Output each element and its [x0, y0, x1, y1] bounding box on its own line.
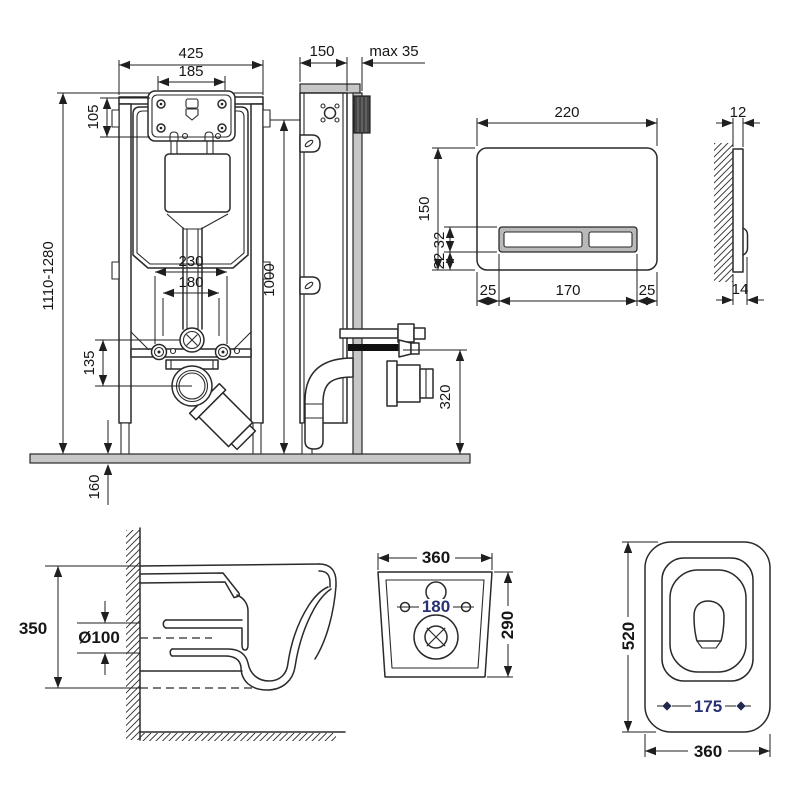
plate-profile — [732, 148, 744, 273]
dim-box-height: 105 — [85, 104, 102, 129]
bowl-back-view: 180 360 290 — [377, 548, 517, 678]
dim-plate-thickness-total: 14 — [732, 281, 749, 298]
floor-hatch — [140, 733, 336, 741]
dim-frame-depth: 150 — [309, 43, 334, 60]
dim-frame-overall-width: 425 — [178, 45, 203, 62]
mounting-rod — [348, 344, 401, 351]
access-box-screws — [156, 99, 227, 133]
dim-left-margin: 25 — [480, 282, 497, 299]
drain-elbow — [304, 357, 354, 450]
flush-plate-front-view: 220 150 32 22 25 170 25 — [416, 104, 658, 306]
dim-back-height: 290 — [498, 611, 517, 639]
frame-side-view: 150 max 35 1000 320 — [261, 43, 467, 455]
dim-button-offset: 22 — [431, 253, 448, 270]
dim-plate-height: 1000 — [261, 263, 278, 296]
bowl-top-dimensions: 175 520 360 — [619, 541, 771, 761]
dim-back-hole-spacing: 180 — [422, 597, 450, 616]
dim-top-width: 360 — [694, 742, 722, 761]
dim-plate-thickness: 12 — [730, 104, 747, 121]
top-bracket — [299, 83, 361, 94]
wall-hatch-bowl — [126, 530, 140, 740]
dim-drain-diameter: Ø100 — [78, 628, 120, 647]
dim-outlet-drop: 135 — [81, 350, 98, 375]
outlet-flange — [386, 360, 398, 407]
frame-front-view: 425 185 105 1110-1280 230 180 — [40, 45, 318, 505]
tank-window — [164, 153, 231, 213]
dim-max-offset: max 35 — [369, 43, 418, 60]
bowl-profile — [139, 563, 337, 691]
bowl-side-view: 350 Ø100 — [19, 527, 346, 741]
plate-front-dimensions: 220 150 32 22 25 170 25 — [416, 104, 658, 306]
dim-frame-height: 1110-1280 — [40, 241, 57, 311]
dim-button-height: 32 — [431, 232, 448, 249]
wall-strip — [352, 92, 363, 455]
dim-right-margin: 25 — [639, 282, 656, 299]
dim-buttons-width: 170 — [555, 282, 580, 299]
dim-bowl-height: 350 — [19, 619, 47, 638]
flush-plate-side-view: 12 14 — [714, 104, 764, 305]
wall-hatch — [714, 143, 733, 282]
frame-side-dimensions: 150 max 35 1000 320 — [261, 43, 467, 454]
dim-box-width: 185 — [178, 63, 203, 80]
access-box — [147, 90, 236, 142]
dim-floor-buildup: 160 — [86, 474, 103, 499]
drain-assembly — [150, 327, 257, 451]
dim-top-depth: 520 — [619, 622, 638, 650]
dim-back-width: 360 — [422, 548, 450, 567]
bowl-side-dimensions: 350 Ø100 — [19, 565, 140, 689]
plate-side-dimensions: 12 14 — [716, 104, 764, 305]
water-supply-pipe — [339, 328, 399, 339]
screw-boss — [323, 106, 337, 120]
frame-front-dimensions: 425 185 105 1110-1280 230 180 — [40, 45, 264, 505]
dim-plate-height-150: 150 — [416, 196, 433, 221]
dim-mount-spacing: 230 — [178, 253, 203, 270]
dim-plate-width: 220 — [554, 104, 579, 121]
dim-outlet-height: 320 — [437, 384, 454, 409]
dim-seat-hole-spacing: 175 — [694, 697, 722, 716]
big-flush-button — [503, 231, 583, 248]
bowl-top-view: 175 520 360 — [619, 541, 771, 761]
small-flush-button — [588, 231, 633, 248]
bowl-back-dimensions: 360 290 — [377, 548, 517, 678]
rim-inner — [669, 569, 747, 673]
drain-cup — [693, 600, 725, 642]
bowl-top-outline — [644, 541, 771, 733]
cistern-tank — [132, 106, 249, 269]
dim-pipe-spacing: 180 — [178, 274, 203, 291]
rim-outer — [661, 557, 754, 682]
frame-left-rail — [118, 103, 132, 424]
floor-strip — [29, 453, 471, 464]
